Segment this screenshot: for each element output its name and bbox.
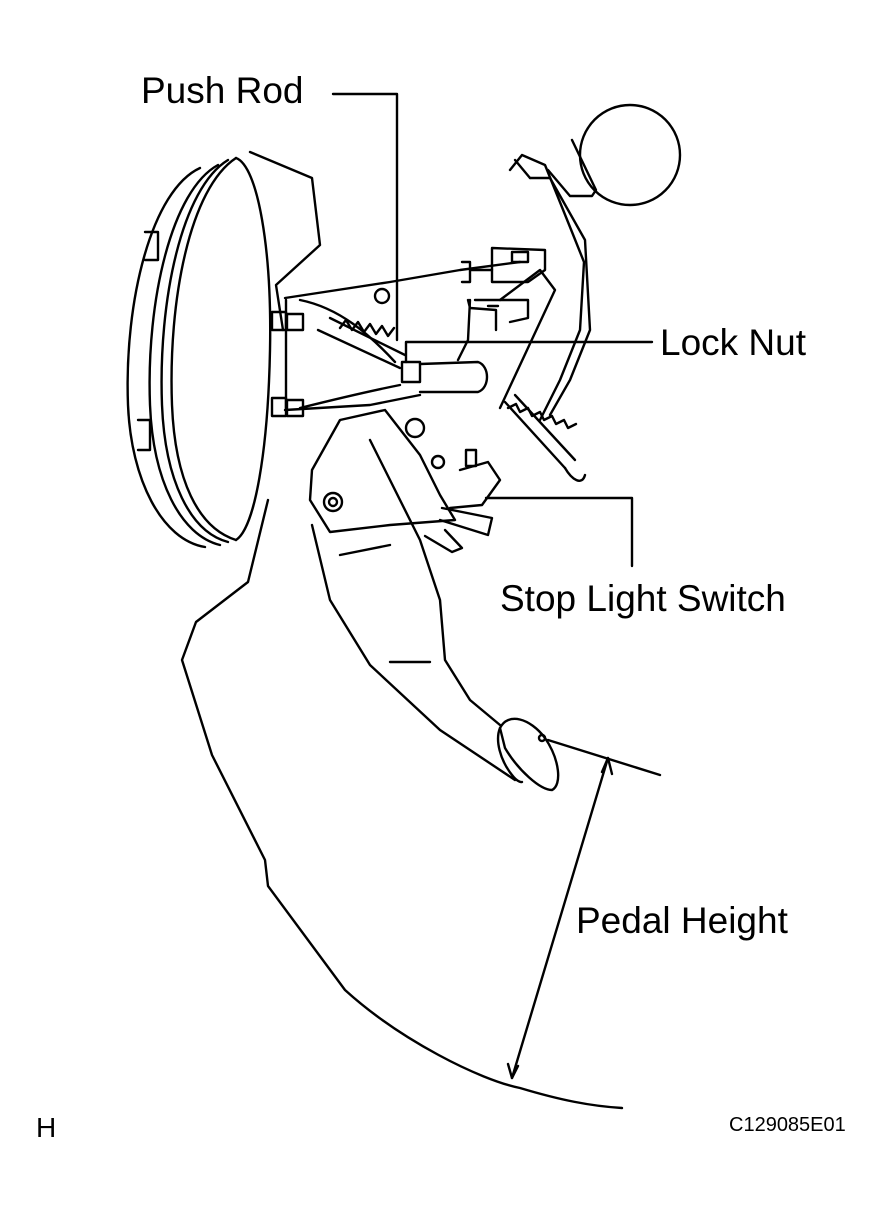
push-rod-leader <box>331 92 399 342</box>
pedal-height-dimension <box>506 738 662 1080</box>
pedal-pad <box>496 717 560 792</box>
stop-light-switch <box>423 448 502 554</box>
corner-letter: H <box>36 1112 57 1143</box>
stop-light-switch-leader <box>484 496 634 568</box>
booster-studs <box>270 310 305 418</box>
arrow-head-bottom <box>506 1062 520 1080</box>
brake-booster <box>126 150 322 549</box>
lock-nut-label: Lock Nut <box>660 322 807 363</box>
return-spring <box>503 393 587 482</box>
clevis-lock-nut <box>400 360 489 394</box>
push-rod-label: Push Rod <box>141 70 304 111</box>
firewall-outline <box>180 498 624 1110</box>
pedal-height-label: Pedal Height <box>576 900 788 941</box>
stop-light-switch-label: Stop Light Switch <box>500 578 786 619</box>
arrow-head-top <box>600 756 614 776</box>
push-rod <box>316 316 407 370</box>
pedal-reference-line <box>546 738 662 777</box>
figure-code: C129085E01 <box>729 1114 846 1136</box>
lock-nut-leader <box>404 340 654 364</box>
pedal-height-arrow-line <box>510 756 610 1080</box>
upper-bracket <box>456 246 547 362</box>
leader-lines <box>331 92 654 568</box>
pedal-arm-upper <box>498 103 682 422</box>
brake-pedal-arm <box>308 408 517 782</box>
